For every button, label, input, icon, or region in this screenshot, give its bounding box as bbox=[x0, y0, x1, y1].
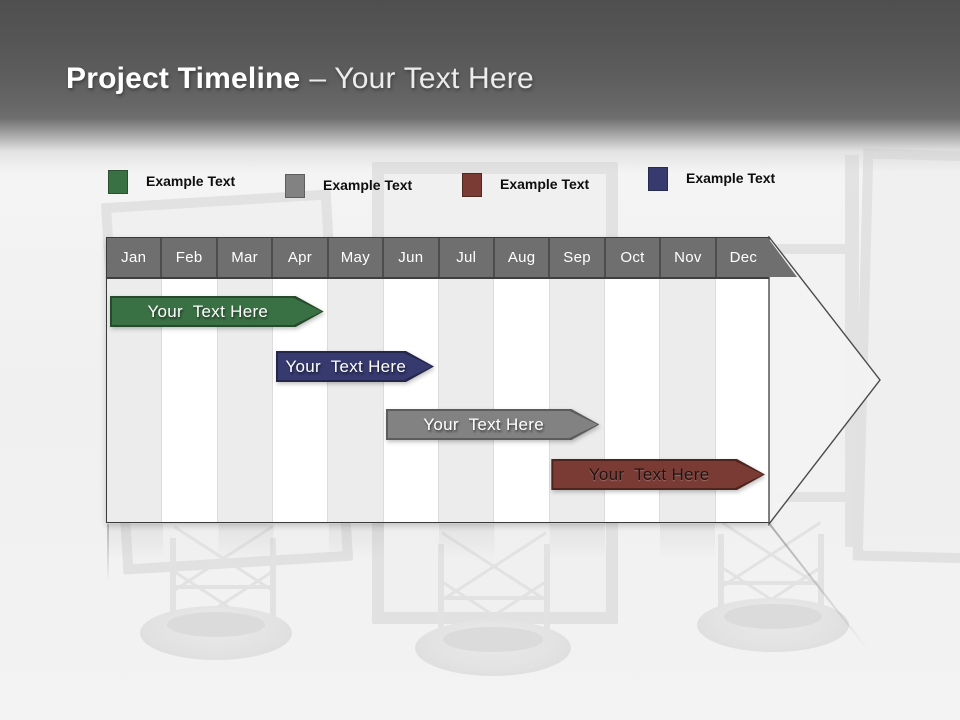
base-left bbox=[140, 606, 292, 660]
legend-label-3: Example Text bbox=[500, 176, 590, 192]
task-bar-fill bbox=[278, 353, 433, 380]
month-column-jun bbox=[382, 279, 438, 522]
month-cell-mar: Mar bbox=[215, 238, 271, 277]
month-cell-aug: Aug bbox=[492, 238, 548, 277]
task-bar-label: Your Text Here bbox=[588, 464, 710, 484]
billboard-bracket-right-low bbox=[772, 492, 848, 502]
truss-right bbox=[718, 521, 824, 633]
base-center bbox=[415, 620, 571, 676]
base-right bbox=[697, 598, 849, 652]
month-cell-sep: Sep bbox=[548, 238, 603, 277]
month-cell-jan: Jan bbox=[121, 249, 147, 266]
task-bar-label: Your Text Here bbox=[147, 301, 269, 321]
month-cell-apr: Apr bbox=[271, 238, 326, 277]
table-left-edge-reflection bbox=[107, 524, 109, 582]
title-suffix: – Your Text Here bbox=[309, 62, 534, 95]
month-cell-feb: Feb bbox=[160, 238, 215, 277]
month-column-may bbox=[327, 279, 383, 522]
month-cell-jun: Jun bbox=[382, 238, 437, 277]
legend-swatch-4 bbox=[648, 167, 668, 191]
task-bar-fill bbox=[112, 298, 322, 325]
task-bar-4: Your Text Here bbox=[551, 459, 765, 490]
month-cell-jul: Jul bbox=[437, 238, 493, 277]
task-bar-fill bbox=[388, 411, 598, 438]
legend-label-4: Example Text bbox=[686, 170, 776, 186]
month-cell-nov: Nov bbox=[659, 238, 714, 277]
task-bar-3: Your Text Here bbox=[386, 409, 600, 440]
month-column-aug bbox=[493, 279, 549, 522]
month-cell-oct: Oct bbox=[603, 238, 659, 277]
month-cell-may: May bbox=[326, 238, 382, 277]
legend-swatch-1 bbox=[108, 170, 128, 194]
legend-label-2: Example Text bbox=[323, 177, 413, 193]
task-bar-1: Your Text Here bbox=[110, 296, 324, 327]
title-band bbox=[0, 0, 960, 176]
legend-swatch-3 bbox=[462, 173, 482, 197]
month-cell-dec: Dec bbox=[714, 238, 770, 277]
page-title: Project Timeline– Your Text Here bbox=[66, 60, 534, 98]
table-reflection bbox=[108, 524, 770, 558]
month-column-jul bbox=[437, 279, 494, 522]
truss-center bbox=[438, 531, 550, 651]
legend-swatch-2 bbox=[285, 174, 305, 198]
truss-left bbox=[170, 525, 276, 637]
task-bar-2: Your Text Here bbox=[276, 351, 435, 382]
timeline-arrow-head bbox=[768, 234, 882, 527]
task-bar-label: Your Text Here bbox=[423, 414, 545, 434]
task-bar-fill bbox=[553, 461, 763, 488]
legend-label-1: Example Text bbox=[146, 173, 236, 189]
title-main: Project Timeline bbox=[66, 62, 301, 95]
billboard-bracket-right bbox=[772, 244, 848, 254]
task-bar-label: Your Text Here bbox=[285, 356, 407, 376]
